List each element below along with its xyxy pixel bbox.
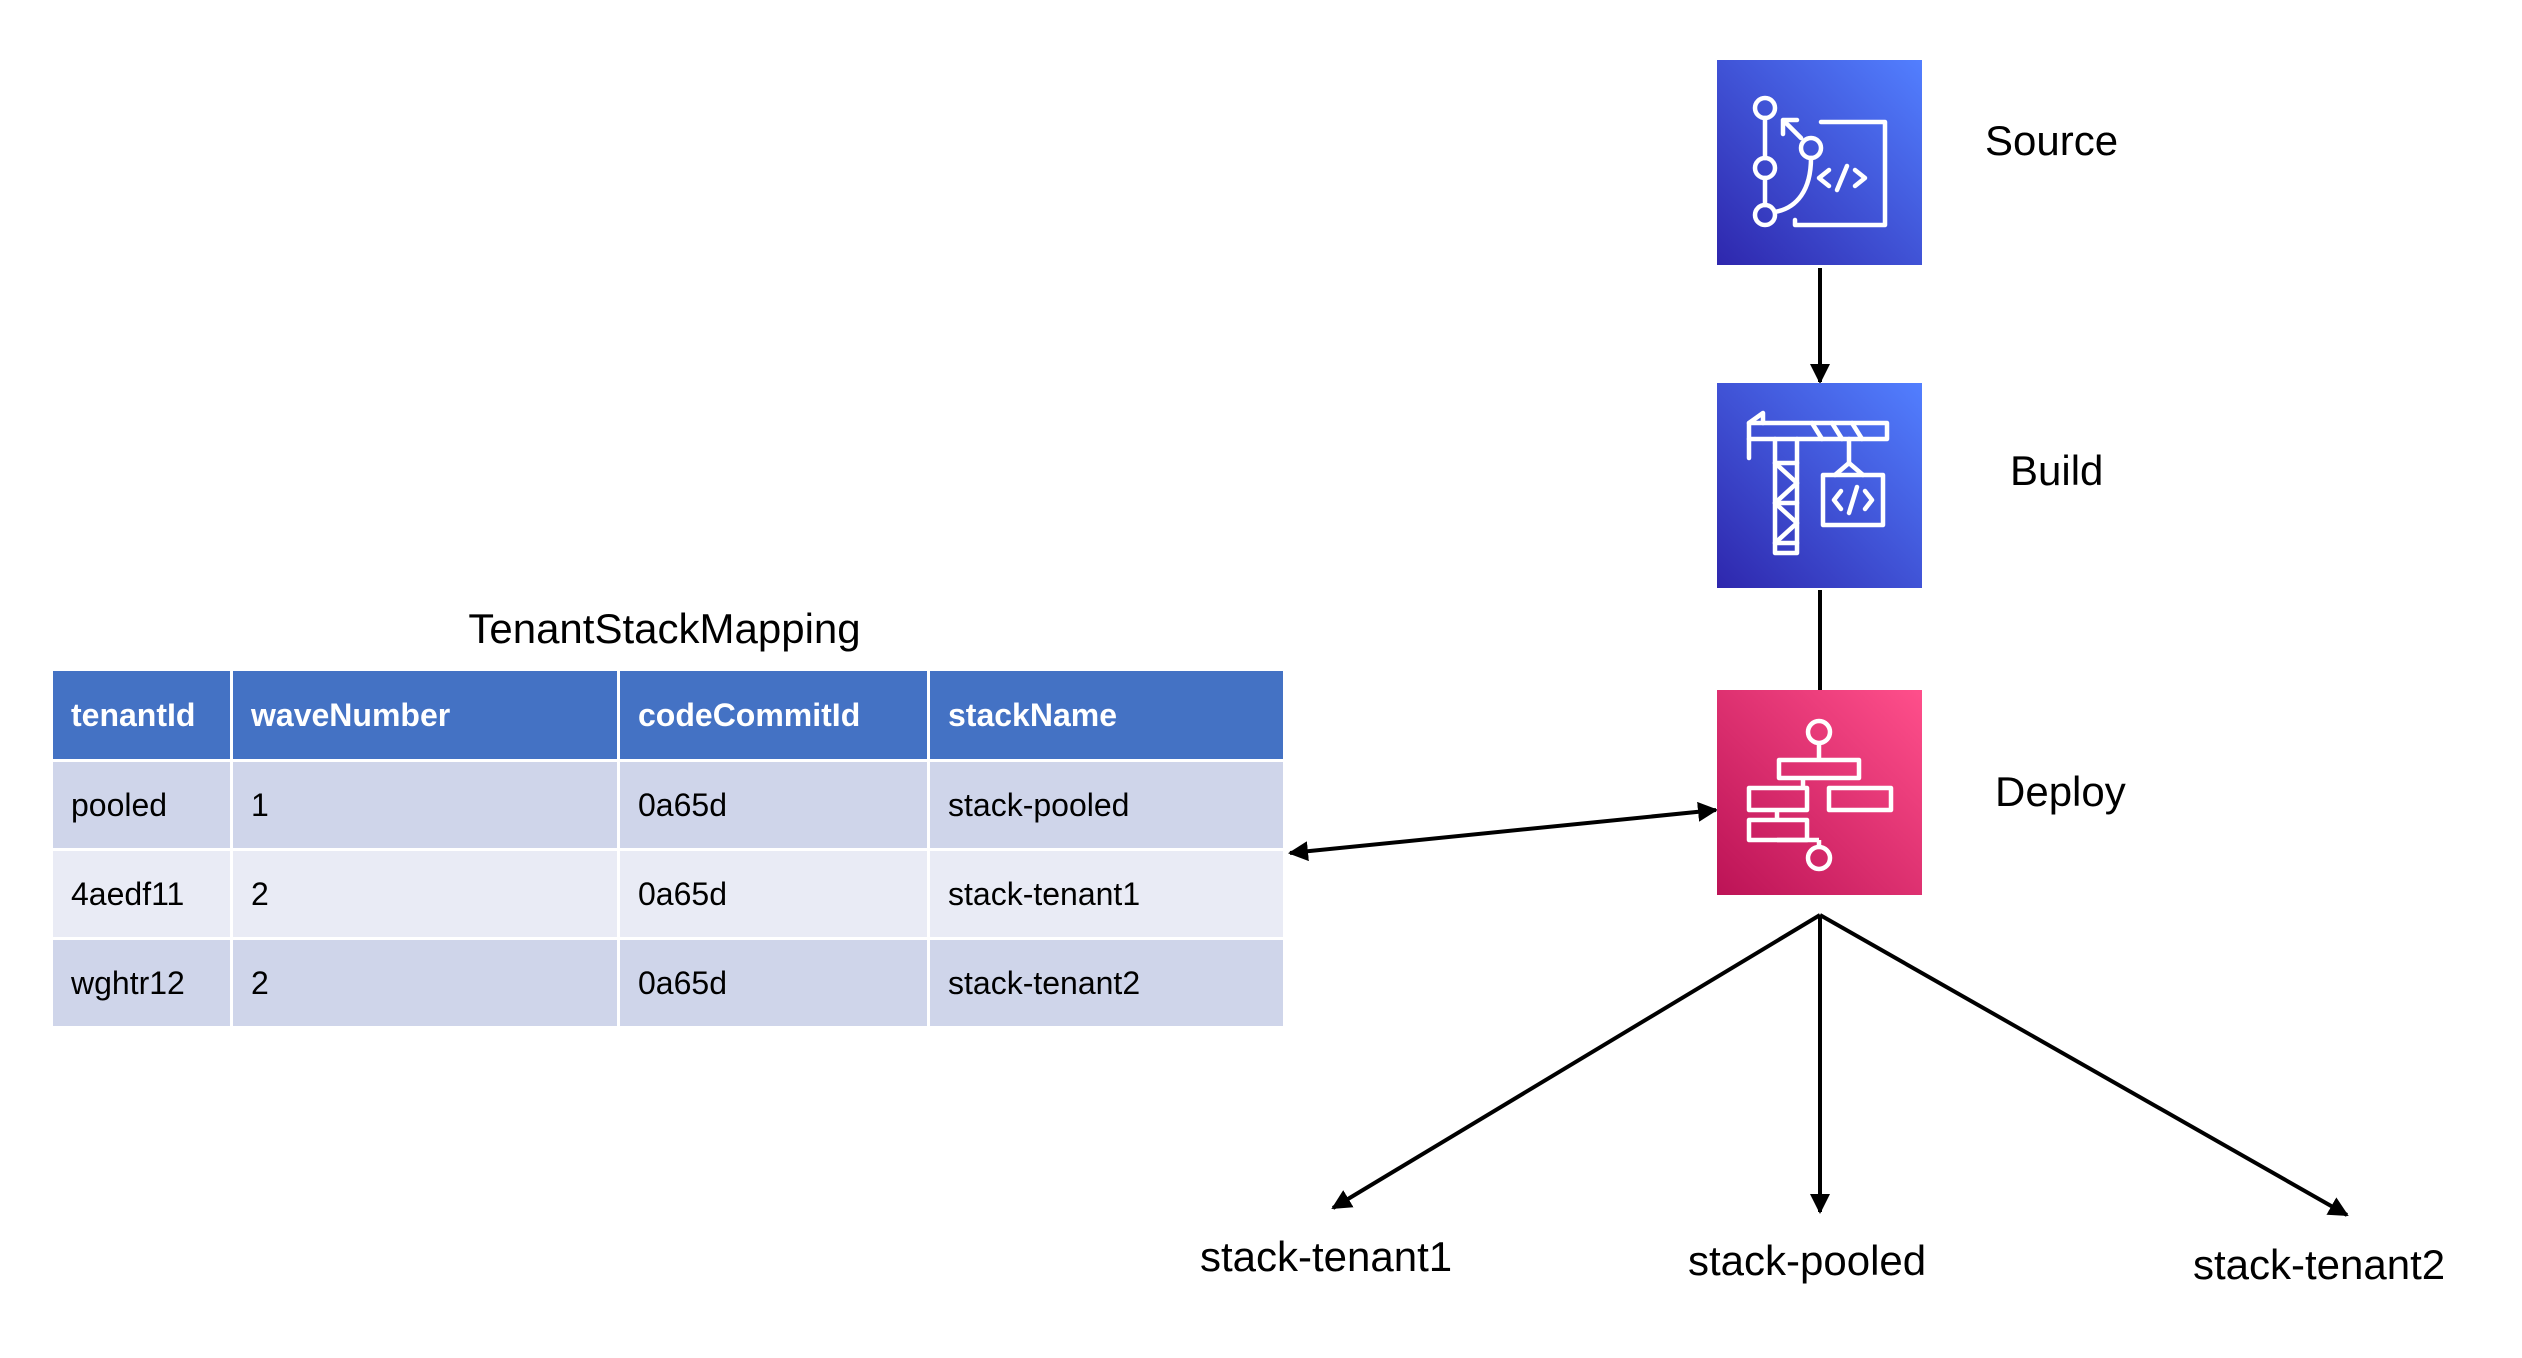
table-row: 4aedf11 2 0a65d stack-tenant1 [53, 851, 1283, 937]
cell-tenant-id: wghtr12 [53, 940, 230, 1026]
table-title: TenantStackMapping [468, 605, 861, 652]
stage-label-deploy: Deploy [1995, 768, 2126, 815]
cell-code-commit-id: 0a65d [620, 851, 927, 937]
tenant-stack-mapping-table: tenantId waveNumber codeCommitId stackNa… [50, 668, 1286, 1029]
step-functions-icon [1717, 690, 1922, 895]
target-stack-pooled: stack-pooled [1688, 1237, 1927, 1284]
stage-label-build: Build [2010, 447, 2104, 494]
build-stage [1717, 383, 1922, 588]
cell-stack-name: stack-tenant2 [930, 940, 1283, 1026]
cell-code-commit-id: 0a65d [620, 762, 927, 848]
header-stack-name: stackName [930, 671, 1283, 759]
target-stack-tenant2: stack-tenant2 [2193, 1241, 2446, 1288]
cell-code-commit-id: 0a65d [620, 940, 927, 1026]
cell-wave-number: 1 [233, 762, 617, 848]
source-stage [1717, 60, 1922, 265]
codebuild-icon [1717, 383, 1922, 588]
codecommit-icon [1717, 60, 1922, 265]
table-header-row: tenantId waveNumber codeCommitId stackNa… [53, 671, 1283, 759]
deploy-to-tenant1-arrow [1331, 913, 1822, 1210]
cell-stack-name: stack-tenant1 [930, 851, 1283, 937]
table-row: pooled 1 0a65d stack-pooled [53, 762, 1283, 848]
header-tenant-id: tenantId [53, 671, 230, 759]
stage-label-source: Source [1985, 117, 2119, 164]
cell-tenant-id: 4aedf11 [53, 851, 230, 937]
header-wave-number: waveNumber [233, 671, 617, 759]
table-row: wghtr12 2 0a65d stack-tenant2 [53, 940, 1283, 1026]
cell-wave-number: 2 [233, 940, 617, 1026]
header-code-commit-id: codeCommitId [620, 671, 927, 759]
table-deploy-arrow [1288, 801, 1718, 862]
target-stack-tenant1: stack-tenant1 [1200, 1233, 1453, 1280]
cell-tenant-id: pooled [53, 762, 230, 848]
deploy-to-tenant2-arrow [1819, 913, 2349, 1217]
cell-stack-name: stack-pooled [930, 762, 1283, 848]
cell-wave-number: 2 [233, 851, 617, 937]
deploy-stage [1717, 690, 1922, 895]
